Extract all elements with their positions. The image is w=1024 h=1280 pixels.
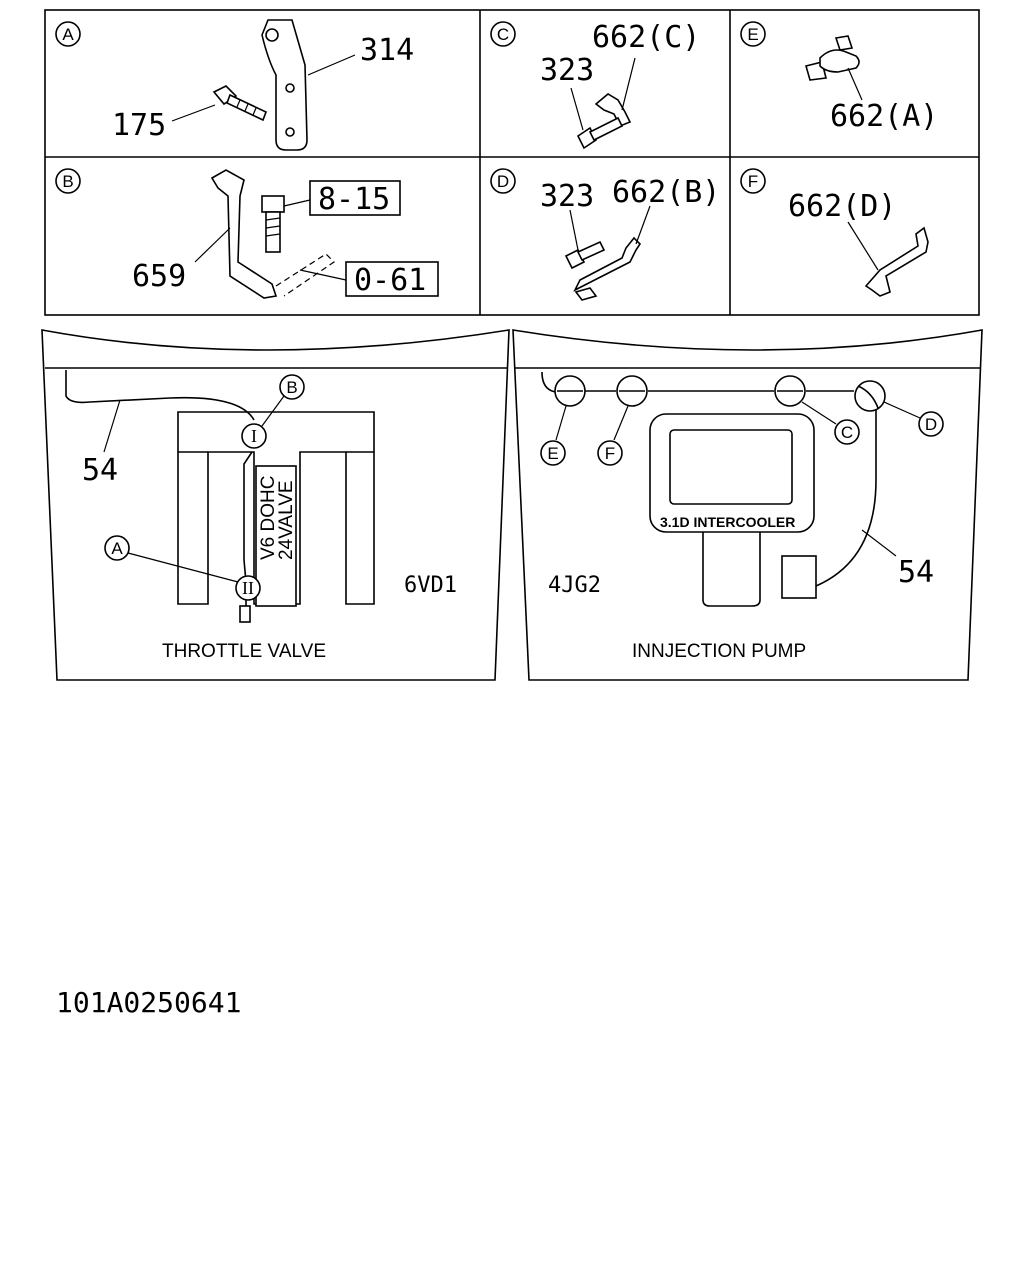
callout-f-right: F [605,444,615,463]
callout-d-right: D [925,415,937,434]
panel-e: E 662(A) [740,21,938,134]
label-662a: 662(A) [830,99,938,134]
clip-point-ii-label: II [242,578,254,598]
harness-54-right: 54 [898,555,934,590]
engine-label-intercooler: 3.1D INTERCOOLER [660,514,795,530]
caption-injection-pump: INNJECTION PUMP [632,641,806,662]
engine-label-v6: V6 DOHC [258,476,279,560]
label-323-d: 323 [540,179,594,214]
panel-d: D 323 662(B) [490,168,720,301]
callout-c-right: C [841,423,853,442]
panel-a: A 314 175 [55,19,414,151]
label-323-c: 323 [540,53,594,88]
panel-d-letter: D [497,172,509,191]
panel-f: F 662(D) [740,168,929,297]
label-314: 314 [360,33,414,68]
model-6vd1: 6VD1 [404,573,457,598]
engine-left-view: V6 DOHC 24VALVE I II B A 54 6VD1 THROTTL… [41,329,510,681]
label-175: 175 [112,108,166,143]
callout-a-left: A [111,539,123,558]
label-659: 659 [132,259,186,294]
label-8-15: 8-15 [318,182,390,217]
panel-e-letter: E [747,25,758,44]
label-662c: 662(C) [592,20,700,55]
engine-label-24valve: 24VALVE [276,480,297,560]
part-number: 101A0250641 [56,986,241,1019]
callout-b-left: B [286,378,297,397]
panel-c: C 323 662(C) [490,20,700,150]
panel-b-letter: B [62,172,73,191]
label-662b: 662(B) [612,175,720,210]
caption-throttle-valve: THROTTLE VALVE [162,641,326,662]
panel-a-letter: A [62,25,74,44]
engine-right-view: 3.1D INTERCOOLER E F C D 54 4JG2 INNJECT… [512,329,983,681]
harness-54-left: 54 [82,453,118,488]
panel-f-letter: F [748,172,758,191]
label-0-61: 0-61 [354,263,426,298]
parts-grid [44,9,980,316]
clip-point-i [241,423,267,449]
label-662d: 662(D) [788,189,896,224]
panel-c-letter: C [497,25,509,44]
callout-e-right: E [547,444,558,463]
clip-point-i-label: I [251,426,257,446]
panel-b: B 8-15 0-61 659 [55,168,439,299]
clip-point-ii [235,575,261,601]
model-4jg2: 4JG2 [548,573,601,598]
